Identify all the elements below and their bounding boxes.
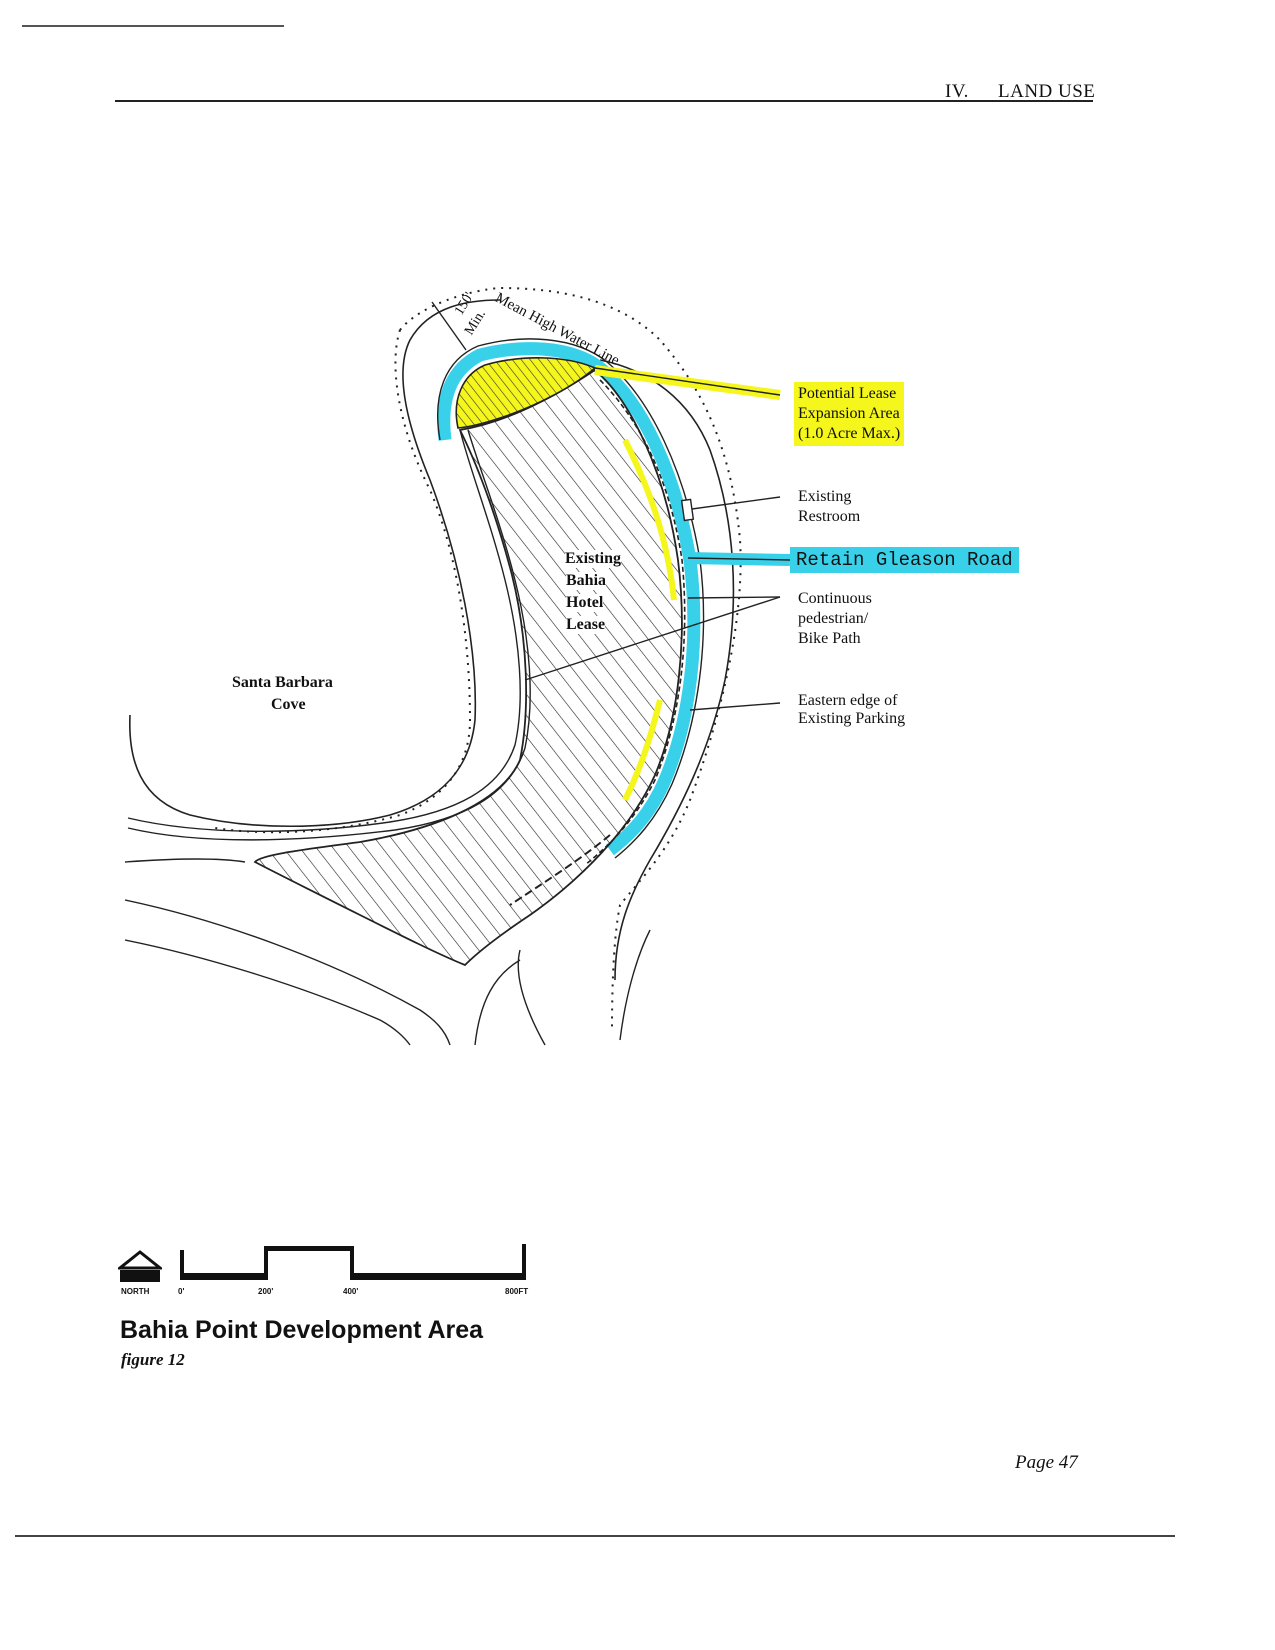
scale-tick-200: 200' [258,1287,274,1296]
scale-bar [180,1244,526,1280]
restroom-icon [680,498,695,522]
gleason-road-callout: Retain Gleason Road [790,547,1019,573]
figure-title: Bahia Point Development Area [120,1316,484,1344]
road-lower-right [474,949,546,1046]
north-label: NORTH [121,1287,150,1296]
scale-tick-0: 0' [178,1287,185,1296]
scale-tick-800: 800FT [505,1287,529,1296]
road-lower-left-3 [124,939,411,1046]
gleason-road-band-outline [437,338,705,859]
page-number: Page 47 [1015,1452,1078,1473]
bike-path [584,379,686,866]
expansion-callout-line1: Potential Lease [798,385,897,402]
restroom-callout: Existing Restroom [798,487,860,527]
leader-path-2 [524,596,781,681]
expansion-callout-line3: (1.0 Acre Max.) [798,425,901,442]
parking-callout: Eastern edge of Existing Parking [798,692,905,728]
parking-callout-line2: Existing Parking [798,710,906,727]
lease-label-line1: Existing [565,550,622,568]
road-lower-left-2 [124,899,451,1046]
parking-edge [509,834,611,906]
leader-path-1 [687,596,781,599]
bike-path-callout-line1: Continuous [798,590,872,607]
cove-label-line1: Santa Barbara [232,674,333,691]
restroom-callout-line1: Existing [798,488,852,505]
road-west-edge [127,429,521,832]
section-title: LAND USE [998,81,1096,102]
leader-parking [689,702,781,711]
hotel-lease-area [253,368,683,967]
expansion-area [455,357,597,429]
road-lower-right-2 [619,929,651,1041]
restroom-callout-line2: Restroom [798,508,861,525]
leader-restroom [691,496,781,510]
gleason-road-band [437,342,701,856]
cove-label-line2: Cove [271,696,306,713]
lease-label-line4: Lease [566,616,606,634]
lease-label-line3: Hotel [566,594,604,612]
setback-dimension [431,301,467,351]
section-number: IV. [945,81,969,102]
leader-expansion-line [594,367,781,396]
expansion-callout: Potential Lease Expansion Area (1.0 Acre… [794,382,905,446]
shoreline-east [599,359,735,981]
bike-path-callout-line2: pedestrian/ [798,610,869,627]
bike-path-callout: Continuous pedestrian/ Bike Path [798,589,872,649]
bike-path-callout-line3: Bike Path [798,630,861,647]
top-left-rule [22,25,284,27]
west-shore-dotted [214,329,472,834]
figure-caption: figure 12 [121,1350,185,1369]
scale-tick-400: 400' [343,1287,359,1296]
expansion-callout-line2: Expansion Area [798,405,900,422]
north-arrow-icon [118,1250,162,1282]
shoreline-outer [129,299,501,827]
lease-label-line2: Bahia [566,572,607,590]
footer-rule [15,1535,1175,1537]
parking-callout-line1: Eastern edge of [798,692,898,709]
header-rule [115,100,1093,102]
bike-path-highlight [622,438,677,802]
road-lower-left [124,858,246,863]
leader-gleason-line [687,557,791,561]
